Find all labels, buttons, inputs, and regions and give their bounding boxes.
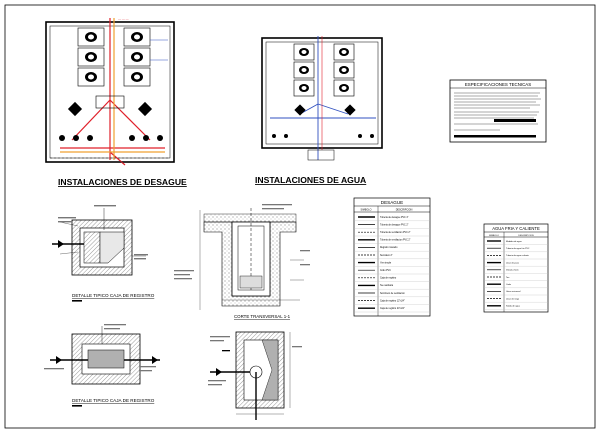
legend-row: Union universal — [484, 290, 548, 296]
legend-description: Codo PVC — [380, 270, 391, 272]
specs-box: ESPECIFICACIONES TECNICAS — [449, 79, 547, 143]
legend-row: Llave de paso — [484, 261, 548, 267]
legend-row: Caja de registro — [354, 277, 430, 282]
legend-description: Valvula check — [506, 270, 520, 272]
legend-row: Yee simple — [354, 261, 430, 267]
legend-description: Tuberia de desague PVC 4" — [380, 216, 409, 219]
legend-description: Codo — [506, 284, 512, 286]
svg-text:— — —: — — — — [118, 17, 129, 21]
legend-description: Salida de agua — [506, 306, 521, 308]
legend-description: Llave de riego — [506, 297, 520, 300]
plan-desague: — — — — [45, 17, 175, 166]
legend-description: Sumidero 2" — [380, 254, 393, 257]
legend-agua: AGUA FRIA Y CALIENTE SIMBOLO DESCRIPCION… — [483, 223, 549, 313]
legend-description: Tuberia de desague PVC 2" — [380, 223, 409, 226]
legend-row: Registro roscado — [354, 246, 430, 252]
legend-row: Salida de agua — [484, 305, 548, 310]
legend-description: Union universal — [506, 290, 521, 293]
title-desague: INSTALACIONES DE DESAGUE — [58, 177, 187, 187]
detail-1-caption: DETALLE TIPICO CAJA DE REGISTRO — [72, 293, 155, 298]
legend-description: Llave de paso — [506, 262, 520, 264]
legend-description: Medidor de agua — [506, 240, 522, 243]
legend-row: Tuberia de desague PVC 4" — [354, 216, 430, 221]
legend-row: Sombrero de ventilacion — [354, 292, 430, 297]
legend-row: Tuberia de desague PVC 2" — [354, 223, 430, 229]
legend-desague-title: DESAGUE — [381, 200, 403, 205]
legend-row: Codo PVC — [354, 269, 430, 275]
legend-desague-col-symbol: SIMBOLO — [361, 209, 372, 212]
legend-row: Tuberia de ventilacion PVC 2" — [354, 239, 430, 244]
legend-agua-col-symbol: SIMBOLO — [489, 235, 499, 237]
section-caption: CORTE TRANSVERSAL 1-1 — [234, 314, 291, 319]
legend-desague-col-desc: DESCRIPCION — [396, 209, 413, 212]
legend-description: Caja de registro — [380, 277, 397, 280]
legend-description: Tuberia de ventilacion PVC 2" — [380, 231, 411, 234]
legend-row: Codo — [484, 283, 548, 288]
plan-agua — [261, 36, 383, 161]
legend-row: Sumidero 2" — [354, 254, 430, 259]
section-cut: CORTE TRANSVERSAL 1-1 — [174, 204, 310, 319]
legend-agua-title: AGUA FRIA Y CALIENTE — [492, 226, 540, 231]
legend-row: Caja de registro 12"x24" — [354, 299, 430, 305]
specs-title: ESPECIFICACIONES TECNICAS — [465, 82, 531, 87]
detail-2-caption: DETALLE TIPICO CAJA DE REGISTRO — [72, 398, 155, 403]
legend-row: Tee — [484, 276, 548, 281]
legend-description: Tuberia de agua fria PVC — [506, 247, 530, 250]
legend-row: Tuberia de agua fria PVC — [484, 247, 548, 252]
legend-description: Tee sanitaria — [380, 284, 394, 287]
legend-description: Tuberia de agua caliente — [506, 254, 530, 257]
legend-row: Caja de registro 24"x24" — [354, 307, 430, 313]
legend-row: Tuberia de ventilacion PVC 2" — [354, 231, 430, 237]
legend-row: Tee sanitaria — [354, 284, 430, 290]
legend-agua-col-desc: DESCRIPCION — [518, 235, 534, 237]
sheet-border — [4, 4, 596, 429]
legend-description: Caja de registro 12"x24" — [380, 299, 405, 302]
legend-row: Tuberia de agua caliente — [484, 254, 548, 260]
detail-caja-1: DETALLE TIPICO CAJA DE REGISTRO — [52, 205, 155, 302]
title-agua: INSTALACIONES DE AGUA — [255, 175, 366, 185]
legend-description: Registro roscado — [380, 246, 398, 249]
detail-caja-2: DETALLE TIPICO CAJA DE REGISTRO — [44, 324, 160, 407]
detail-caja-3 — [208, 331, 302, 420]
legend-row: Llave de riego — [484, 297, 548, 303]
legend-description: Sombrero de ventilacion — [380, 292, 405, 295]
legend-description: Tuberia de ventilacion PVC 2" — [380, 239, 411, 242]
legend-description: Tee — [506, 277, 510, 279]
legend-row: Medidor de agua — [484, 240, 548, 245]
legend-desague: DESAGUE SIMBOLO DESCRIPCION Tuberia de d… — [353, 197, 431, 317]
legend-description: Yee simple — [380, 262, 392, 264]
legend-row: Valvula check — [484, 269, 548, 274]
legend-description: Caja de registro 24"x24" — [380, 307, 405, 310]
